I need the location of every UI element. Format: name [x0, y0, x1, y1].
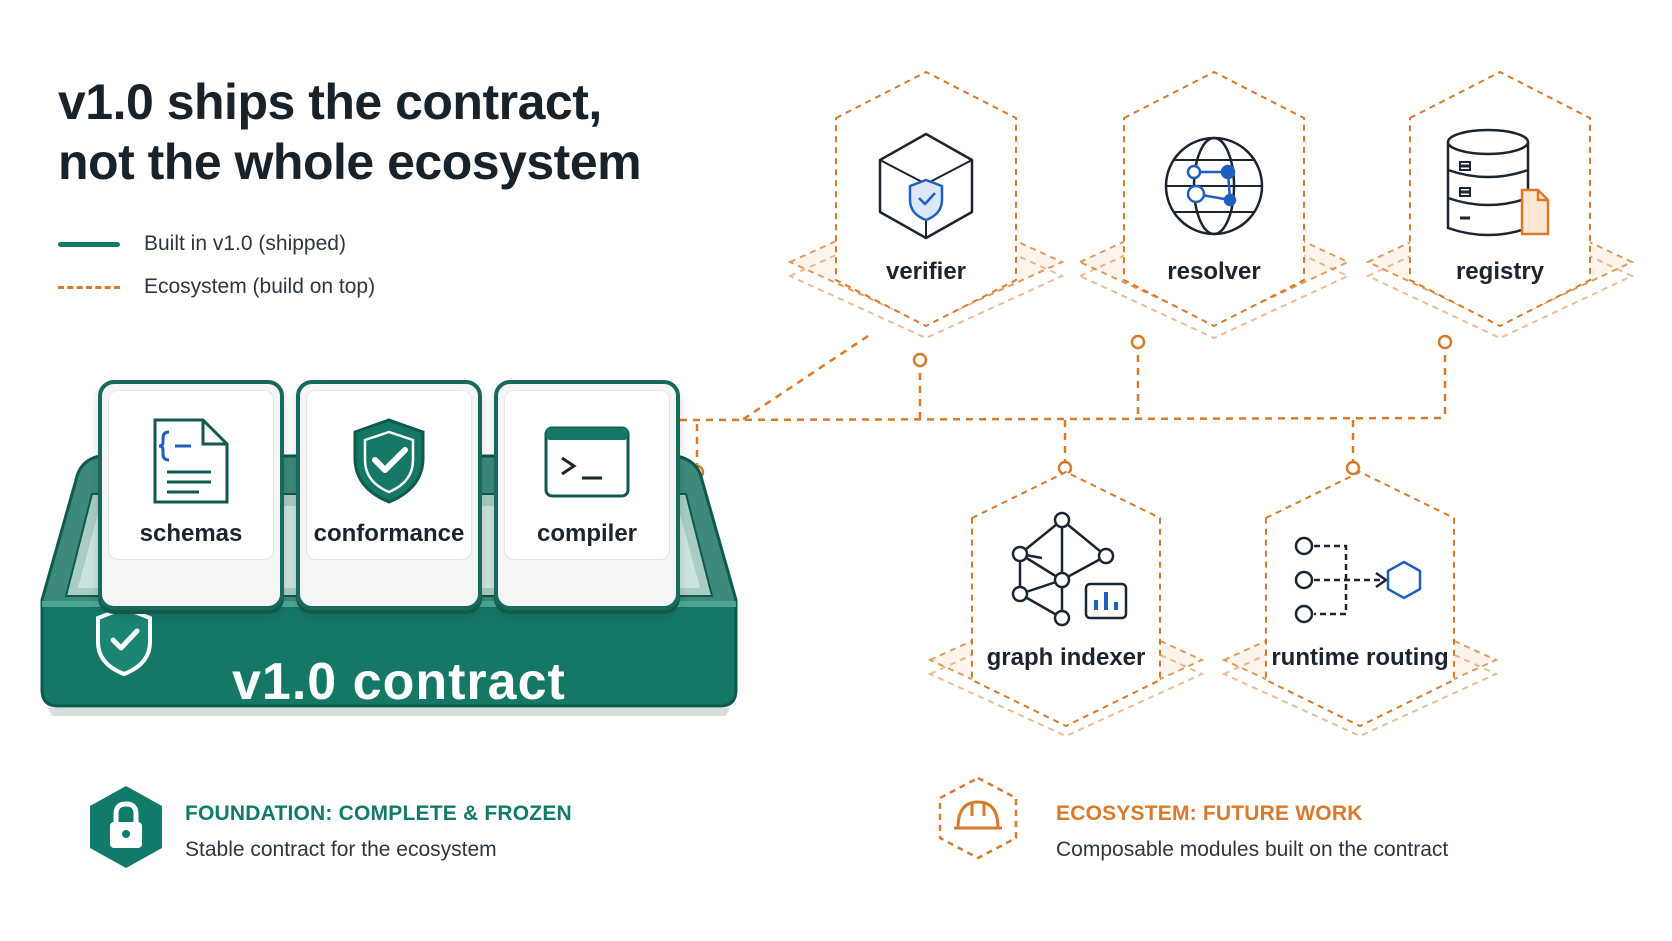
- module-hex: [1123, 70, 1305, 328]
- connector-node: [1345, 460, 1361, 476]
- title-line-2: not the whole ecosystem: [58, 134, 642, 190]
- shield-check-icon: [353, 418, 425, 504]
- module-hex-base: [1365, 212, 1635, 340]
- page-title: v1.0 ships the contract, not the whole e…: [58, 72, 642, 192]
- tile-label: schemas: [139, 520, 243, 547]
- connector-line: [679, 416, 1446, 422]
- tile-label: conformance: [313, 520, 465, 547]
- legend-item-shipped: Built in v1.0 (shipped): [58, 232, 346, 256]
- lock-hexagon-icon: [90, 786, 162, 868]
- legend-solid-line: [58, 241, 120, 247]
- legend-item-ecosystem: Ecosystem (build on top): [58, 275, 375, 299]
- tile-compiler: compiler: [494, 380, 680, 610]
- foundation-status-description: Stable contract for the ecosystem: [185, 838, 497, 861]
- module-label-registry: registry: [1455, 258, 1545, 285]
- title-line-1: v1.0 ships the contract,: [58, 74, 602, 130]
- schema-document-icon: [153, 418, 229, 504]
- connector-node: [1437, 334, 1453, 350]
- legend-label: Built in v1.0 (shipped): [144, 232, 346, 255]
- routing-hexagon-icon: [1294, 536, 1422, 624]
- connector-node: [912, 352, 928, 368]
- module-label-resolver: resolver: [1167, 258, 1261, 285]
- shield-check-icon: [96, 605, 152, 677]
- legend-label: Ecosystem (build on top): [144, 275, 376, 298]
- module-label-verifier: verifier: [885, 258, 967, 285]
- globe-network-icon: [1164, 136, 1264, 236]
- tile-schemas: schemas: [98, 380, 284, 610]
- module-hex: [1265, 470, 1455, 728]
- connector-node: [1130, 334, 1146, 350]
- module-hex: [971, 470, 1161, 728]
- cube-shield-icon: [878, 132, 974, 240]
- graph-chart-icon: [1011, 511, 1128, 627]
- hard-hat-hexagon-icon: [938, 776, 1018, 860]
- ecosystem-status-description: Composable modules built on the contract: [1056, 838, 1449, 861]
- contract-base-label: v1.0 contract: [232, 653, 566, 711]
- terminal-icon: [544, 426, 630, 498]
- database-document-icon: [1446, 128, 1550, 237]
- module-label-runtime-routing: runtime routing: [1271, 644, 1449, 671]
- tile-label: compiler: [536, 520, 638, 547]
- tile-conformance: conformance: [296, 380, 482, 610]
- module-label-graph-indexer: graph indexer: [986, 644, 1146, 671]
- ecosystem-status-title: ECOSYSTEM: FUTURE WORK: [1056, 802, 1363, 825]
- foundation-status-title: FOUNDATION: COMPLETE & FROZEN: [185, 802, 572, 825]
- legend-dashed-line: [58, 285, 120, 289]
